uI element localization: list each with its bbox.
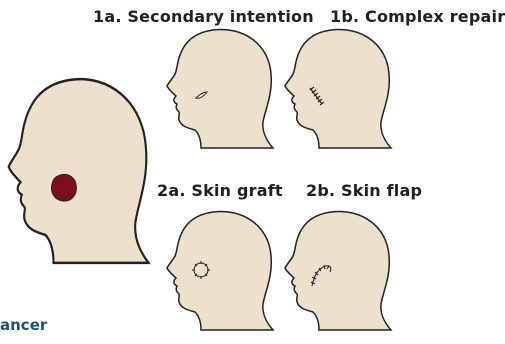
patient-head-large [9,79,149,263]
label-skin-graft: 2a. Skin graft [157,181,283,200]
label-secondary-intention: 1a. Secondary intention [93,7,314,26]
head-skin-flap [285,211,391,330]
head-secondary-intention [167,29,273,148]
label-complex-repair: 1b. Complex repair [330,7,505,26]
head-skin-graft [167,211,273,330]
label-cancer: ancer [0,316,47,334]
head-complex-repair [285,29,391,148]
cancer-lesion [51,174,76,201]
label-skin-flap: 2b. Skin flap [306,181,422,200]
